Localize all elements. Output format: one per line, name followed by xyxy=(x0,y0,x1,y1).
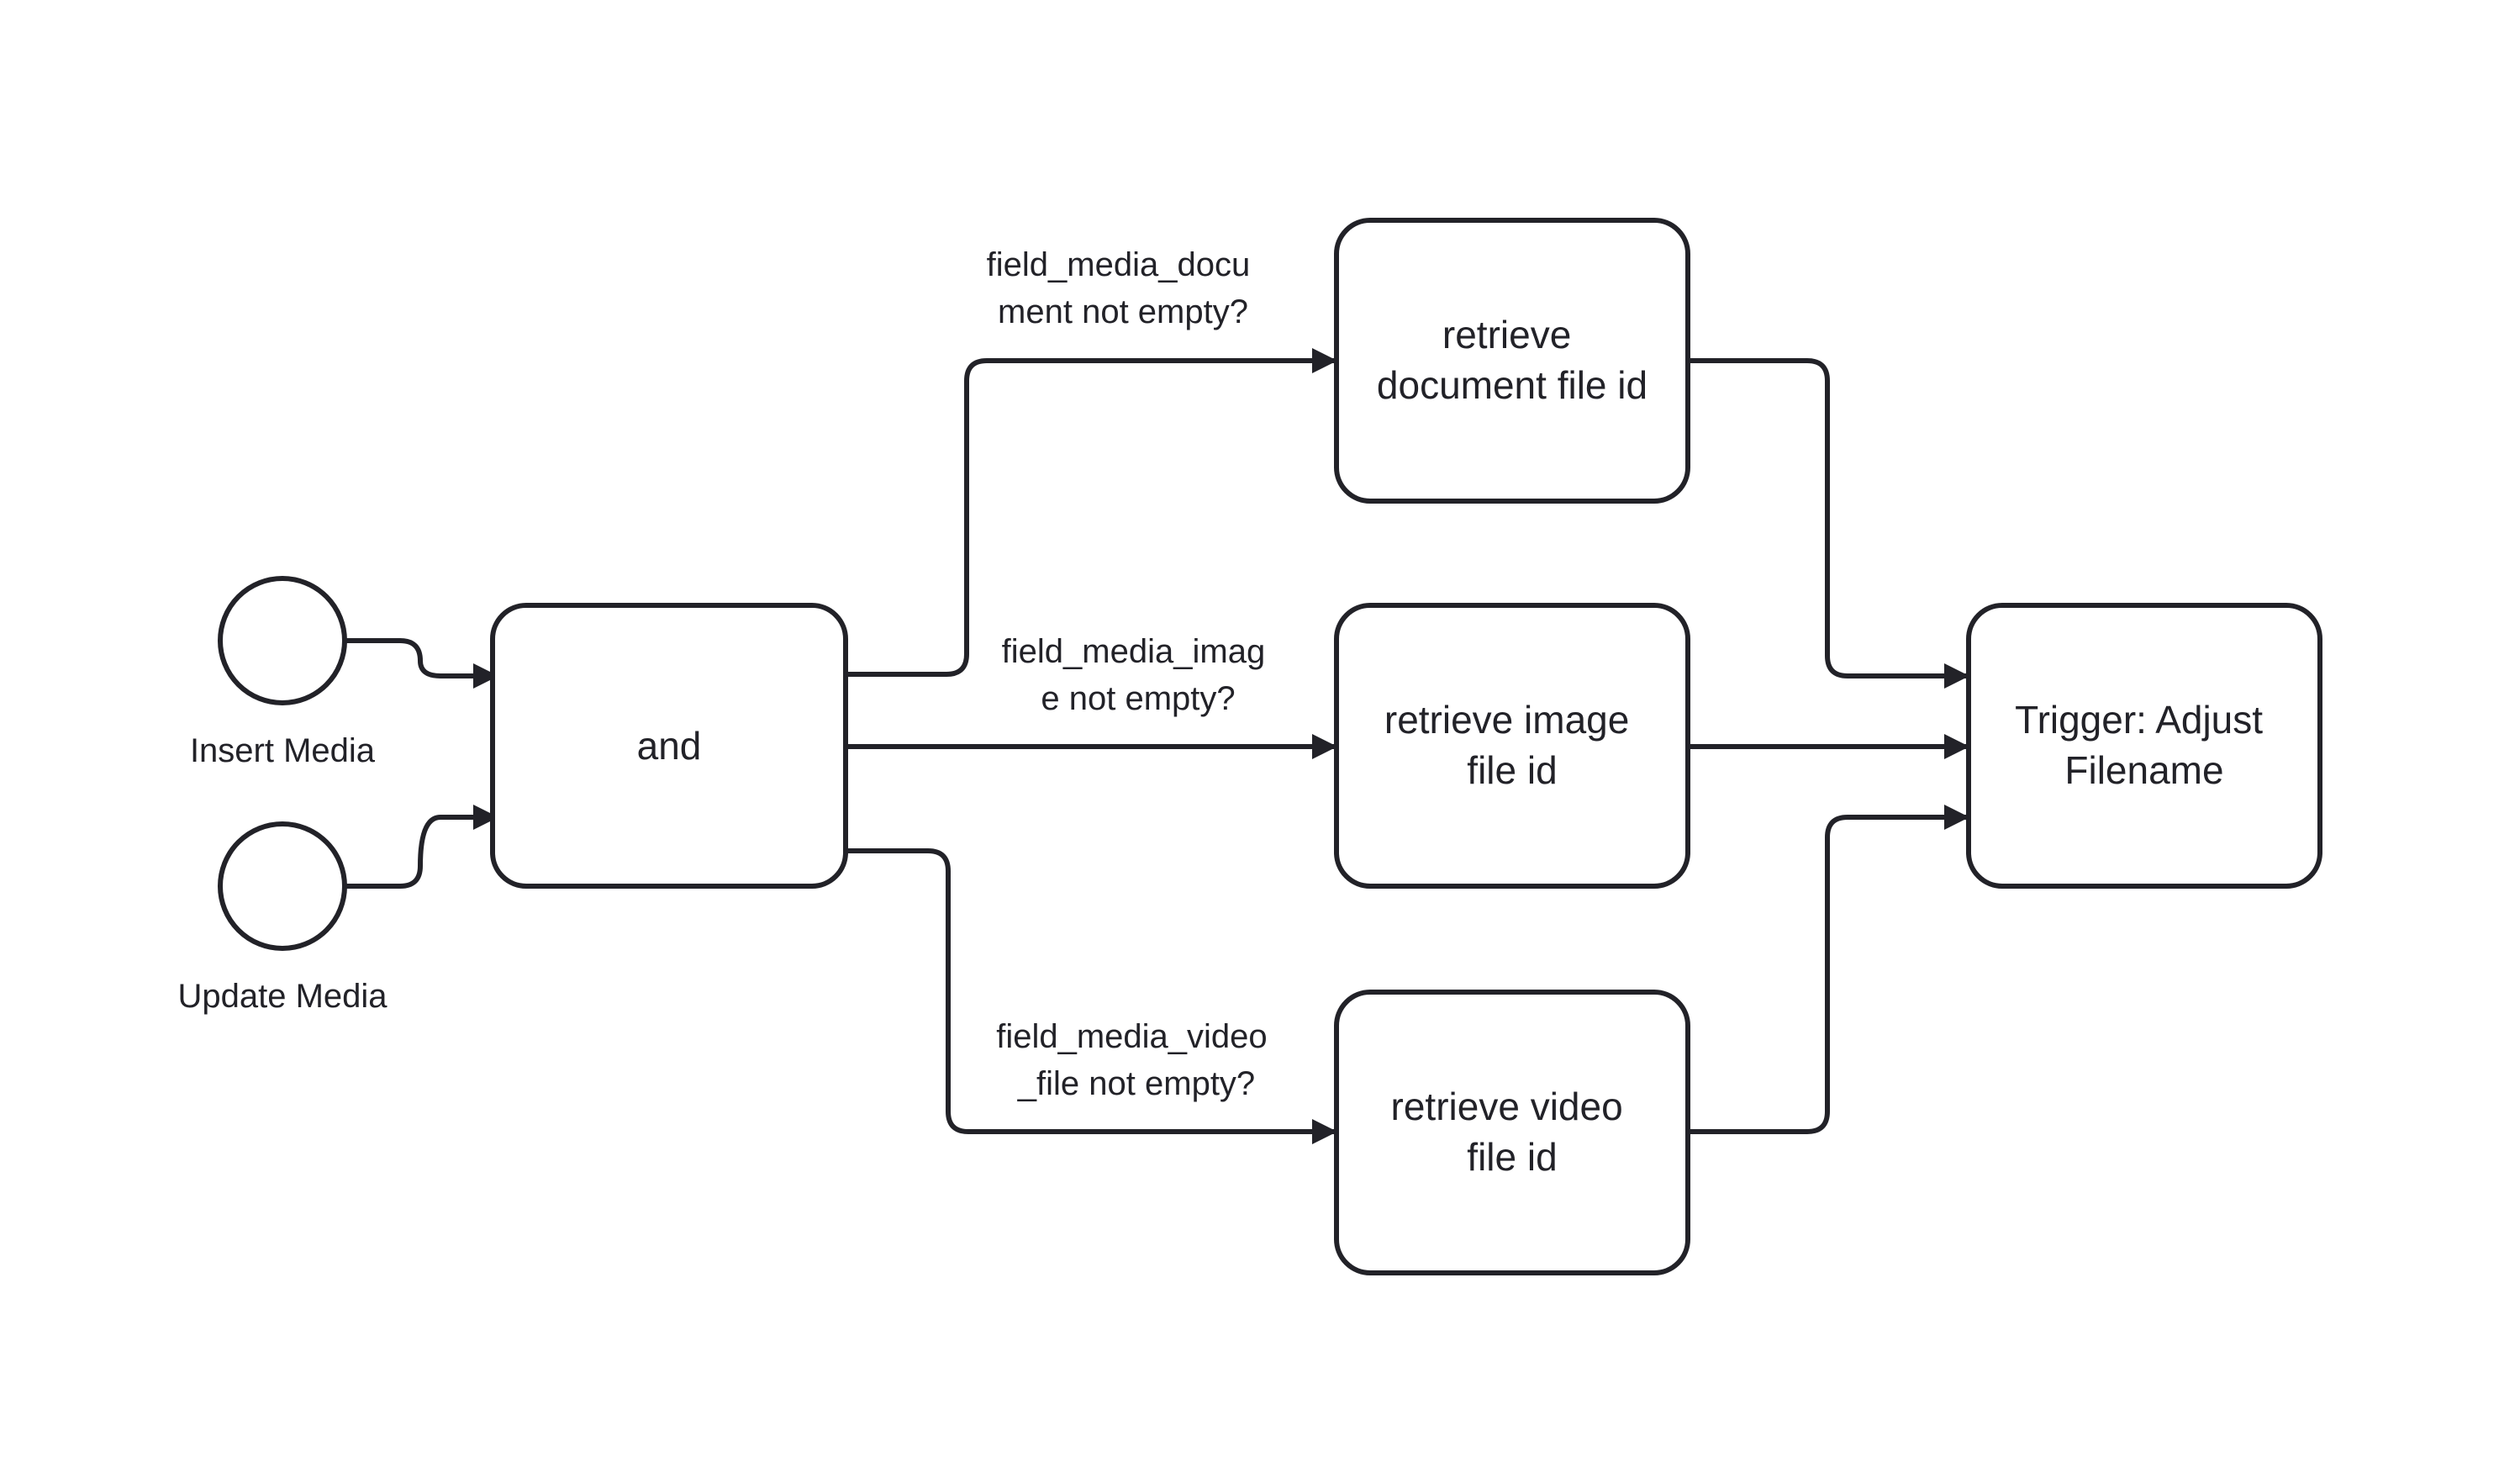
and-node-label: and xyxy=(637,724,702,768)
edge-update-to-and xyxy=(345,805,498,889)
update-media-label: Update Media xyxy=(177,978,387,1015)
retrieve-document-label: retrieve document file id xyxy=(1377,313,1647,407)
retrieve-image-node[interactable] xyxy=(1334,603,1690,889)
insert-media-event[interactable] xyxy=(218,576,347,705)
video-condition-label: field_media_video _file not empty? xyxy=(996,1018,1277,1102)
retrieve-video-node[interactable] xyxy=(1334,990,1690,1275)
edge-video-to-trigger xyxy=(1688,805,1969,1134)
trigger-adjust-filename-node[interactable] xyxy=(1966,603,2322,889)
trigger-adjust-filename-label: Trigger: Adjust Filename xyxy=(2015,698,2274,792)
edge-and-to-document xyxy=(846,348,1337,677)
edge-insert-to-and xyxy=(345,638,498,689)
document-condition-label: field_media_docu ment not empty? xyxy=(987,246,1260,330)
retrieve-video-label: retrieve video file id xyxy=(1391,1085,1634,1179)
image-condition-label: field_media_imag e not empty? xyxy=(1002,633,1275,717)
update-media-event[interactable] xyxy=(218,821,347,951)
retrieve-image-label: retrieve image file id xyxy=(1384,698,1640,792)
retrieve-document-node[interactable] xyxy=(1334,218,1690,504)
insert-media-label: Insert Media xyxy=(190,732,376,769)
edge-document-to-trigger xyxy=(1688,358,1969,689)
edge-and-to-video xyxy=(846,848,1337,1144)
